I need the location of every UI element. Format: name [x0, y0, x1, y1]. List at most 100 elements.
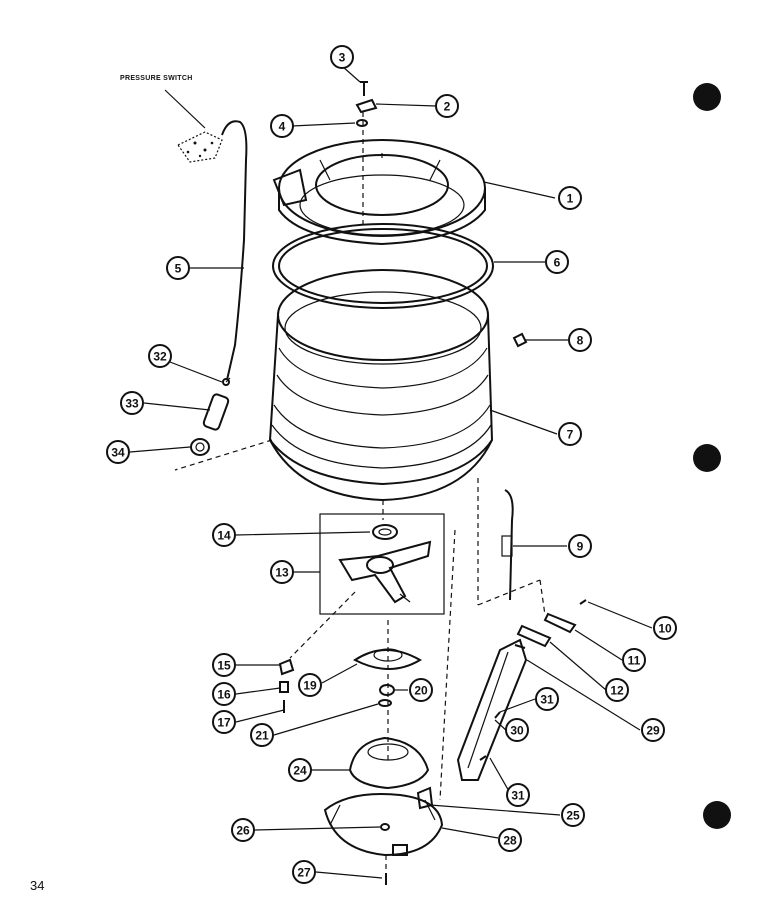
- mount-screw: [579, 599, 587, 605]
- callout-label: 29: [646, 724, 660, 738]
- callout-c20: 20: [409, 678, 433, 702]
- callout-circle: [270, 114, 294, 138]
- callout-label: 28: [503, 834, 517, 848]
- callout-c11: 11: [622, 648, 646, 672]
- callout-circle: [166, 256, 190, 280]
- callout-c13: 13: [270, 560, 294, 584]
- callout-circle: [605, 678, 629, 702]
- callout-c6: 6: [545, 250, 569, 274]
- tub-gasket: [272, 223, 494, 309]
- callout-c34: 34: [106, 440, 130, 464]
- callout-circle: [409, 678, 433, 702]
- callout-circle: [250, 723, 274, 747]
- callout-circle: [212, 682, 236, 706]
- scan-dot-middle: [693, 444, 721, 472]
- pressure-switch-caption: PRESSURE SWITCH: [120, 75, 193, 82]
- leader-lines: [129, 65, 653, 879]
- callout-circle: [558, 422, 582, 446]
- adapter-nut: [190, 438, 210, 456]
- tub-clip: [355, 98, 378, 114]
- callout-c16: 16: [212, 682, 236, 706]
- callout-c26: 26: [231, 818, 255, 842]
- callout-circle: [298, 673, 322, 697]
- callout-c1: 1: [558, 186, 582, 210]
- tub-ring: [272, 139, 486, 246]
- callout-circle: [270, 560, 294, 584]
- callout-label: 31: [540, 693, 554, 707]
- callout-label: 15: [217, 659, 231, 673]
- callout-label: 7: [567, 428, 574, 442]
- leg-bolt: [479, 711, 501, 761]
- callout-c31a: 31: [535, 687, 559, 711]
- callout-circle: [212, 523, 236, 547]
- tub-nut: [512, 332, 528, 348]
- callout-c2: 2: [435, 94, 459, 118]
- callout-label: 32: [153, 350, 167, 364]
- callout-c19: 19: [298, 673, 322, 697]
- callout-c14: 14: [212, 523, 236, 547]
- callout-c25: 25: [561, 803, 585, 827]
- hose-adapter: [202, 393, 230, 431]
- callout-circle: [561, 803, 585, 827]
- callout-circle: [622, 648, 646, 672]
- tub-seal: [372, 524, 398, 540]
- callout-label: 31: [511, 789, 525, 803]
- drive-hub: [353, 620, 422, 760]
- callout-label: 17: [217, 716, 231, 730]
- callout-circle: [231, 818, 255, 842]
- callout-label: 4: [279, 120, 286, 134]
- callout-label: 3: [339, 51, 346, 65]
- hub-washer: [378, 699, 392, 707]
- callout-label: 25: [566, 809, 580, 823]
- mount-plate: [516, 624, 552, 648]
- screw: [360, 81, 368, 96]
- base-plate: [323, 786, 444, 857]
- callout-c15: 15: [212, 653, 236, 677]
- base-fastener: [380, 823, 390, 831]
- callout-c33: 33: [120, 391, 144, 415]
- callout-c27: 27: [292, 860, 316, 884]
- page-number: 34: [30, 878, 45, 893]
- callout-label: 2: [444, 100, 451, 114]
- spider-assembly-box: [319, 513, 445, 615]
- callout-label: 12: [610, 684, 624, 698]
- callout-label: 6: [554, 256, 561, 270]
- callout-circle: [641, 718, 665, 742]
- callout-c12: 12: [605, 678, 629, 702]
- callout-circle: [435, 94, 459, 118]
- callout-circle: [506, 783, 530, 807]
- callout-circle: [330, 45, 354, 69]
- callout-c31b: 31: [506, 783, 530, 807]
- callout-label: 13: [275, 566, 289, 580]
- pressure-switch: [177, 131, 223, 163]
- callout-label: 30: [510, 724, 524, 738]
- washer: [356, 119, 368, 127]
- callout-c10: 10: [653, 616, 677, 640]
- callout-circle: [568, 328, 592, 352]
- callout-circle: [212, 710, 236, 734]
- callout-label: 10: [658, 622, 672, 636]
- callout-c28: 28: [498, 828, 522, 852]
- mount-shim: [543, 612, 577, 634]
- callout-circle: [498, 828, 522, 852]
- callout-c32: 32: [148, 344, 172, 368]
- callout-label: 24: [293, 764, 307, 778]
- callout-label: 5: [175, 262, 182, 276]
- callout-circle: [505, 718, 529, 742]
- callout-c8: 8: [568, 328, 592, 352]
- callout-label: 1: [567, 192, 574, 206]
- pressure-switch-leader: [164, 89, 206, 129]
- callout-circle: [545, 250, 569, 274]
- callout-c3: 3: [330, 45, 354, 69]
- callout-label: 9: [577, 540, 584, 554]
- callout-c24: 24: [288, 758, 312, 782]
- hose-clamp: [222, 378, 230, 386]
- callout-c5: 5: [166, 256, 190, 280]
- callout-label: 26: [236, 824, 250, 838]
- callout-circle: [568, 534, 592, 558]
- callout-label: 34: [111, 446, 125, 460]
- callout-c30: 30: [505, 718, 529, 742]
- callout-label: 14: [217, 529, 231, 543]
- spacer-part: [279, 681, 289, 693]
